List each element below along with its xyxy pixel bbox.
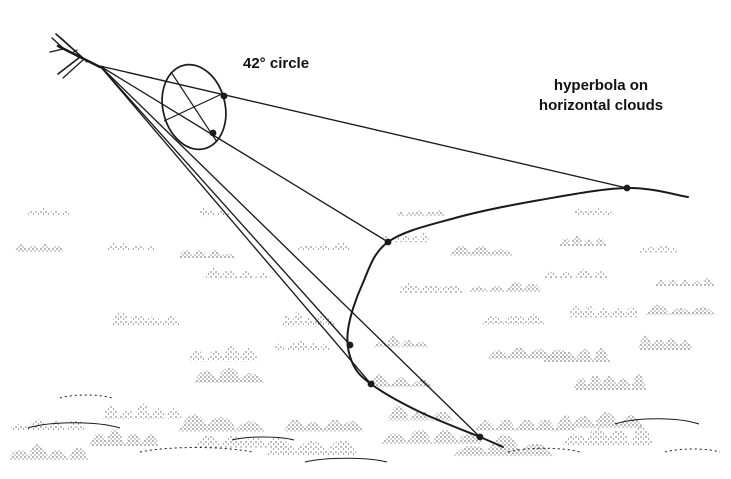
cloud (639, 244, 679, 253)
cloud (297, 242, 351, 250)
cloud (178, 249, 236, 258)
cloud (570, 412, 644, 429)
cloud (568, 305, 640, 318)
sight-line (99, 65, 351, 346)
sight-line (99, 65, 628, 189)
cloud (573, 372, 647, 391)
cloud-base-line (664, 448, 721, 453)
cloud (205, 268, 272, 279)
airplane-icon (49, 33, 102, 79)
hyperbola-label-line2: horizontal clouds (539, 97, 663, 114)
cloud (89, 428, 160, 446)
cloud (373, 336, 429, 348)
circle-ellipse (161, 63, 227, 151)
cloud (281, 310, 337, 327)
cloud (111, 312, 181, 325)
cloud (475, 414, 576, 431)
cloud-base-line (27, 422, 121, 429)
cloud (264, 440, 359, 456)
cloud (562, 426, 654, 446)
cloud (274, 339, 332, 350)
sight-lines (99, 65, 628, 438)
cloud (8, 444, 89, 460)
cloud-base-line (231, 436, 295, 441)
cloud-base-line (507, 447, 581, 453)
cloud (187, 345, 259, 362)
circle-label: 42° circle (243, 55, 309, 72)
cloud (381, 429, 483, 445)
cloud (543, 348, 610, 363)
cloud (178, 414, 266, 432)
sight-line (99, 65, 372, 385)
point-dot (367, 380, 375, 388)
cloud (395, 210, 446, 217)
airplane-tail-upper (51, 37, 65, 50)
hyperbola-label-line1: hyperbola on (554, 77, 648, 94)
point-dot (220, 92, 228, 100)
cloud (450, 245, 513, 256)
cloud (198, 208, 234, 217)
sight-line (99, 65, 481, 438)
airplane-wing-lower (57, 56, 81, 75)
cloud (396, 283, 466, 293)
cloud (573, 208, 614, 215)
cloud (195, 435, 291, 448)
cloud (559, 235, 607, 247)
cloud (103, 403, 182, 419)
cloud (453, 434, 554, 457)
cloud-base-line (614, 418, 700, 425)
point-dot (209, 129, 217, 137)
cloud-field (8, 208, 715, 460)
point-dot (476, 433, 484, 441)
cloud (638, 334, 693, 351)
point-dot (623, 184, 631, 192)
cloud (482, 313, 546, 325)
cloud (645, 304, 715, 315)
sight-line (99, 65, 389, 243)
cloud (15, 243, 64, 253)
cloud (105, 242, 157, 251)
circle-cross-line (163, 92, 225, 122)
cloud (655, 277, 715, 287)
cloud (8, 418, 86, 431)
cloud (469, 281, 543, 292)
cloud (193, 367, 264, 383)
airplane-wing-upper-edge (60, 37, 88, 63)
cloud-base-line (304, 457, 388, 463)
point-markers (209, 92, 631, 441)
cloud-base-line (139, 447, 253, 453)
point-dot (384, 238, 392, 246)
cloud (27, 208, 73, 216)
cloud (382, 231, 430, 243)
point-dot (346, 341, 354, 349)
cloud (284, 419, 364, 432)
airplane-tail-lower (49, 48, 64, 53)
airplane-wing-lower-edge (62, 59, 84, 79)
cloud-base-lines (27, 394, 721, 463)
rainbow-circle (161, 63, 227, 151)
airplane-canopy (71, 49, 78, 54)
hyperbola-curve (346, 186, 689, 448)
cloud (368, 374, 434, 387)
hyperbola-path (346, 186, 689, 448)
cloud (542, 268, 609, 279)
cloud-base-line (59, 394, 113, 399)
airplane-fuselage (56, 44, 102, 69)
